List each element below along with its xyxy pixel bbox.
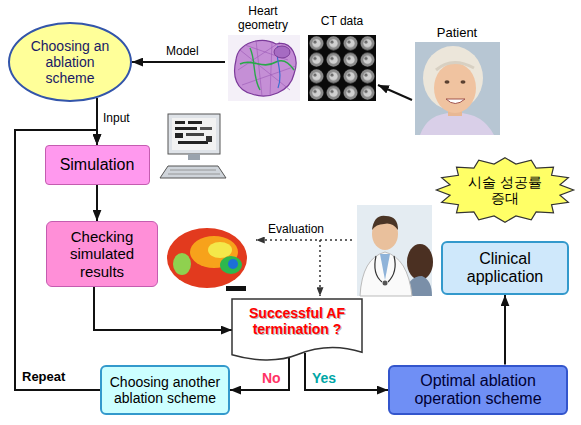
edge-label: Input (103, 112, 130, 126)
node-text: Simulation (60, 156, 135, 174)
doctor-photo (357, 205, 433, 296)
result-box: Optimal ablation operation scheme (388, 365, 568, 416)
edge-label: Model (166, 45, 199, 59)
node-text: Choosing another ablation scheme (108, 374, 222, 406)
process-box: Choosing another ablation scheme (100, 365, 230, 415)
node-text: Optimal ablation operation scheme (398, 372, 558, 409)
node-text: Clinical application (451, 250, 559, 287)
node-text: Patient (437, 26, 477, 41)
start-ellipse: Choosing an ablation scheme (8, 22, 132, 102)
process-box: Simulation (45, 145, 150, 185)
flow-arrow (94, 287, 232, 330)
image-label-box: Patient (412, 26, 502, 138)
ct-data-illustration (308, 35, 376, 101)
flow-arrow (132, 61, 225, 63)
node-text: Heart geometry (225, 5, 301, 33)
computer-icon (160, 114, 226, 178)
edge-label: No (262, 370, 281, 386)
process-box: Checking simulated results (46, 221, 158, 287)
node-text: Checking simulated results (55, 228, 149, 280)
flow-arrow (504, 295, 506, 365)
node-text: CT data (321, 15, 363, 29)
flow-arrow (305, 353, 388, 390)
annotation-label: Evaluation (268, 223, 324, 237)
patient-photo (415, 42, 500, 135)
process-box: Clinical application (441, 241, 569, 295)
node-text: 시술 성공률 증대 (465, 174, 545, 206)
flow-arrow (378, 85, 412, 100)
image-label-box: Heart geometry (225, 5, 301, 101)
flow-arrow (96, 185, 98, 221)
node-text: Choosing an ablation scheme (28, 38, 112, 86)
decision-document: Successful AF termination ? (232, 299, 362, 361)
edge-label: Yes (312, 370, 336, 386)
node-text: Successful AF termination ? (240, 305, 354, 337)
edge-label: Repeat (22, 370, 65, 385)
evaluation-leader (256, 240, 352, 296)
heart-geometry-illustration (228, 35, 300, 101)
image-label-box: CT data (306, 15, 378, 101)
activation-map-image (167, 228, 247, 291)
starburst-badge: 시술 성공률 증대 (435, 157, 575, 223)
